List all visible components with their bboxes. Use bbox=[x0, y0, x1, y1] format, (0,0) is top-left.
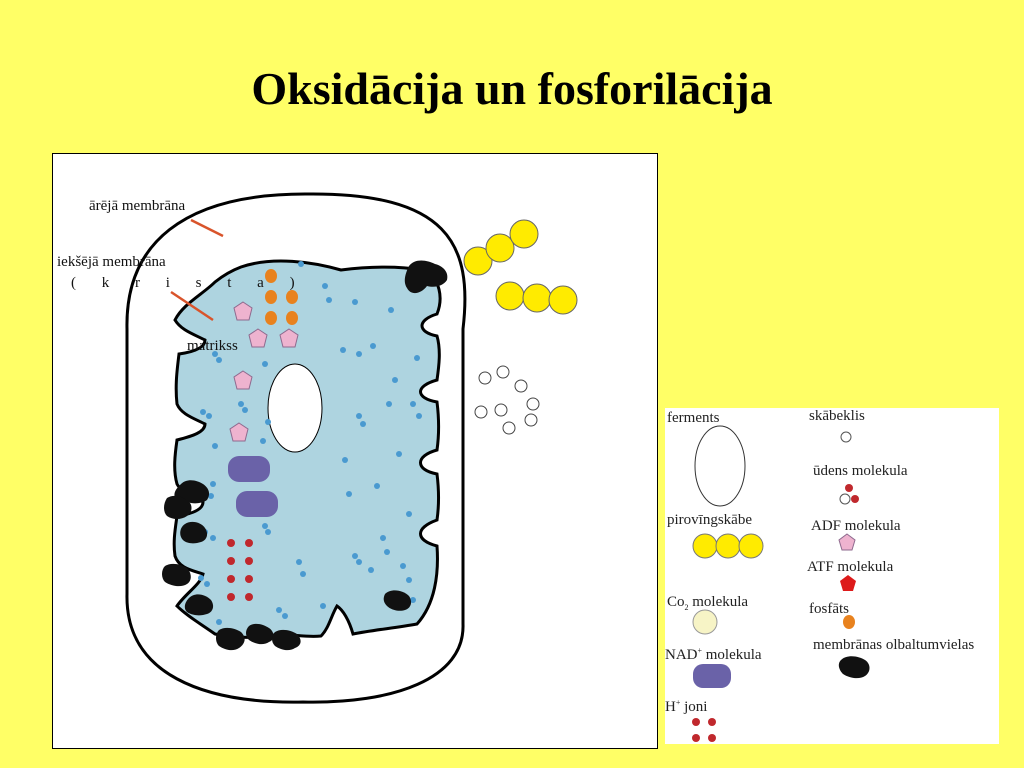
nad-group bbox=[228, 456, 278, 517]
phosphate-group bbox=[265, 269, 298, 325]
legend-adp-symbol bbox=[838, 533, 856, 551]
membrane-proteins bbox=[162, 260, 448, 651]
outer-membrane-label: ārējā membrāna bbox=[89, 198, 186, 214]
h-ion-group bbox=[227, 539, 253, 601]
matrix-label: matrikss bbox=[187, 338, 238, 354]
enzyme bbox=[267, 363, 323, 453]
krista-label: ( k r i s t a ) bbox=[71, 275, 306, 291]
legend-h-ion-label: H+ joni bbox=[665, 698, 708, 715]
legend-atp-label: ATF molekula bbox=[807, 559, 894, 575]
legend-pyruvic-label: pirovīngskābe bbox=[667, 512, 752, 528]
legend-atp-symbol bbox=[840, 575, 856, 591]
legend-membrane-protein-label: membrānas olbaltumvielas bbox=[813, 637, 975, 653]
water-droplets bbox=[198, 261, 422, 625]
legend-enzyme-symbol bbox=[694, 425, 746, 507]
legend-co2-symbol bbox=[692, 609, 718, 635]
label-pointers bbox=[170, 218, 224, 322]
mitochondrion-diagram: ārējā membrāna iekšējā membrāna ( k r i … bbox=[52, 153, 658, 749]
legend-water-symbol bbox=[839, 484, 859, 505]
legend-phosphate-symbol bbox=[843, 615, 855, 629]
page-title: Oksidācija un fosforilācija bbox=[251, 63, 773, 114]
legend-membrane-protein-symbol bbox=[838, 656, 870, 679]
legend-nad-symbol bbox=[693, 664, 731, 688]
inner-membrane-label: iekšējā membrāna bbox=[57, 254, 166, 270]
legend-nad-label: NAD+ molekula bbox=[665, 646, 762, 663]
legend-oxygen-symbol bbox=[840, 431, 852, 443]
legend-co2-label: Co2 molekula bbox=[667, 594, 749, 612]
inner-membrane bbox=[172, 259, 442, 639]
legend-panel: ferments pirovīngskābe Co2 molekula NAD+… bbox=[665, 408, 999, 744]
legend-symbols bbox=[692, 425, 870, 742]
adp-group bbox=[229, 301, 299, 442]
legend-water-label: ūdens molekula bbox=[813, 463, 908, 479]
legend-oxygen-label: skābeklis bbox=[809, 408, 865, 424]
pyruvic-acid-molecules bbox=[463, 219, 578, 315]
legend-adp-label: ADF molekula bbox=[811, 518, 901, 534]
mitochondrion-drawing bbox=[125, 192, 578, 704]
legend-enzyme-label: ferments bbox=[667, 410, 720, 426]
legend-h-ion-symbol bbox=[692, 718, 716, 742]
oxygen-molecules bbox=[474, 365, 540, 435]
legend-phosphate-label: fosfāts bbox=[809, 601, 849, 617]
legend-pyruvic-symbol bbox=[692, 533, 764, 559]
